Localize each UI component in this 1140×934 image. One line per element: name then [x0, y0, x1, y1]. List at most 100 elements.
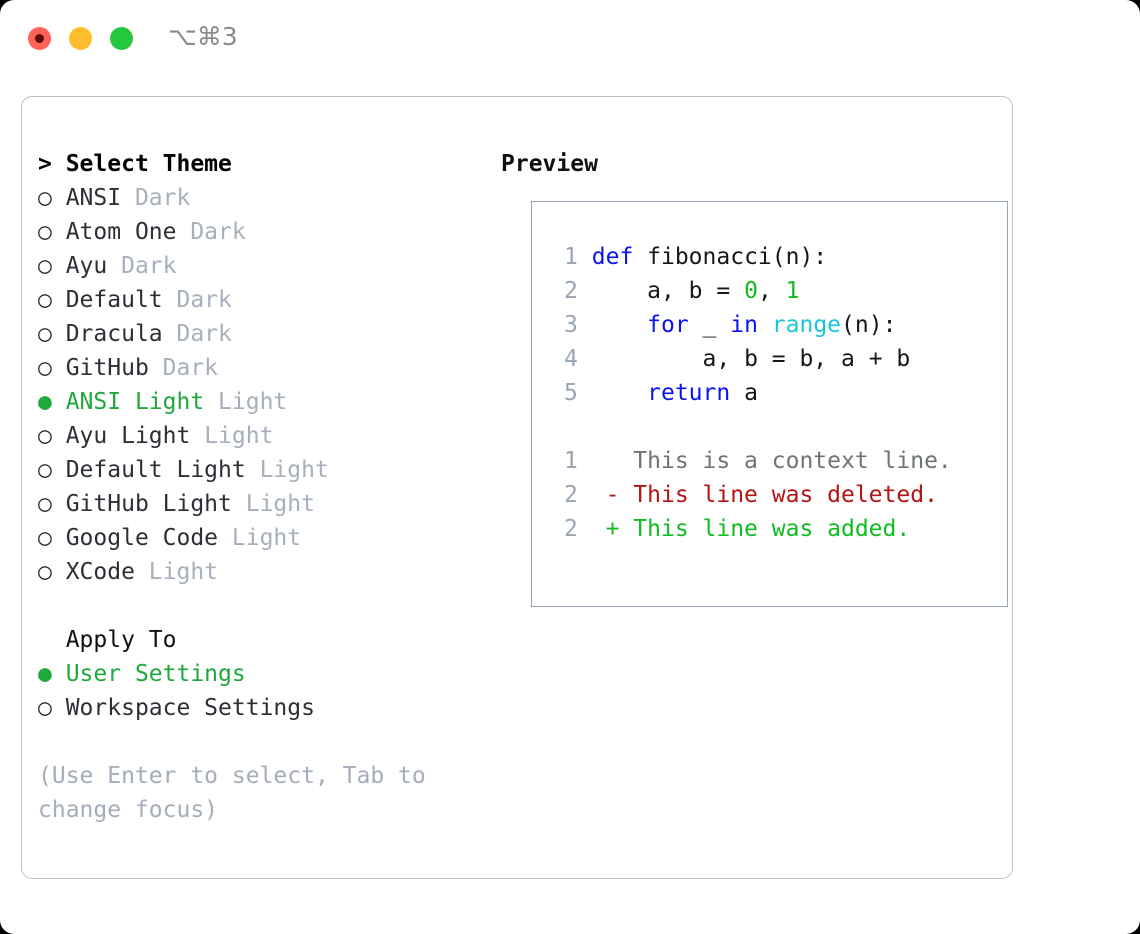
theme-option-google-code[interactable]: ○ Google Code Light [38, 521, 488, 555]
diff-sign: - [577, 482, 634, 508]
code-token-kw: in [730, 312, 758, 338]
page-title-text: Select Theme [65, 151, 232, 177]
code-line: 1 def fibonacci(n): [548, 240, 910, 274]
theme-option-github[interactable]: ○ GitHub Dark [38, 351, 488, 385]
code-line-number: 2 [564, 278, 578, 304]
code-token-plain: a, b = [591, 278, 745, 304]
theme-option-variant: Light [190, 423, 274, 449]
diff-line-number: 2 [564, 516, 578, 542]
code-line-number: 3 [564, 312, 578, 338]
theme-option-ansi-light[interactable]: ● ANSI Light Light [38, 385, 488, 419]
theme-option-label: Default Light [51, 457, 246, 483]
code-line: 5 return a [548, 376, 910, 410]
theme-option-variant: Dark [176, 219, 246, 245]
diff-sign: + [577, 516, 634, 542]
theme-option-default[interactable]: ○ Default Dark [38, 283, 488, 317]
code-token-kw: for [647, 312, 689, 338]
apply-to-heading-text: Apply To [65, 627, 177, 653]
code-token-num: 0 [744, 278, 758, 304]
code-line: 3 for _ in range(n): [548, 308, 910, 342]
window-titlebar: ⌥⌘3 [0, 0, 1140, 78]
radio-selected-icon: ● [38, 389, 52, 415]
apply-to-heading: Apply To [38, 623, 488, 657]
diff-line: 2 - This line was deleted. [548, 478, 952, 512]
theme-option-variant: Dark [162, 321, 232, 347]
code-line-number: 5 [564, 380, 578, 406]
code-token-plain [592, 312, 647, 338]
code-token-plain: a, b = b, a + b [591, 346, 911, 372]
radio-unselected-icon: ○ [38, 287, 52, 313]
radio-unselected-icon: ○ [38, 321, 52, 347]
diff-sign [578, 448, 633, 474]
diff-preview: 1 This is a context line.2 - This line w… [548, 444, 952, 546]
close-button[interactable] [28, 27, 51, 50]
preview-title: Preview [501, 151, 598, 177]
radio-unselected-icon: ○ [38, 695, 52, 721]
code-token-plain: _ [688, 312, 731, 338]
radio-unselected-icon: ○ [38, 253, 52, 279]
theme-option-ansi[interactable]: ○ ANSI Dark [38, 181, 488, 215]
theme-option-label: Default [51, 287, 163, 313]
preview-column: Preview 1 def fibonacci(n):2 a, b = 0, 1… [501, 147, 1008, 607]
apply-to-option-list: ● User Settings○ Workspace Settings [38, 657, 488, 725]
theme-option-ayu-light[interactable]: ○ Ayu Light Light [38, 419, 488, 453]
radio-unselected-icon: ○ [38, 491, 52, 517]
radio-unselected-icon: ○ [38, 219, 52, 245]
diff-text: This line was added. [633, 516, 911, 542]
theme-option-label: Ayu [51, 253, 108, 279]
code-token-kw: return [647, 380, 731, 406]
code-token-plain: fibonacci(n): [647, 244, 828, 270]
minimize-button[interactable] [69, 27, 92, 50]
theme-option-label: Google Code [51, 525, 219, 551]
main-panel: > Select Theme ○ ANSI Dark○ Atom One Dar… [21, 96, 1013, 879]
theme-option-variant: Dark [162, 287, 232, 313]
theme-option-ayu[interactable]: ○ Ayu Dark [38, 249, 488, 283]
diff-text: This line was deleted. [633, 482, 938, 508]
code-token-fn: range [771, 312, 842, 338]
apply-to-option-workspace-settings[interactable]: ○ Workspace Settings [38, 691, 488, 725]
code-line-number: 4 [564, 346, 578, 372]
keyboard-shortcut-label: ⌥⌘3 [168, 22, 238, 51]
keyboard-hint: (Use Enter to select, Tab to change focu… [38, 763, 440, 823]
theme-option-label: ANSI Light [51, 389, 205, 415]
traffic-light-group [28, 27, 133, 50]
theme-option-xcode[interactable]: ○ XCode Light [38, 555, 488, 589]
theme-option-label: GitHub [51, 355, 149, 381]
apply-to-option-label: User Settings [51, 661, 246, 687]
maximize-button[interactable] [110, 27, 133, 50]
diff-line: 1 This is a context line. [548, 444, 952, 478]
list-spacer [38, 589, 488, 623]
code-line-number: 1 [564, 244, 578, 270]
apply-to-option-user-settings[interactable]: ● User Settings [38, 657, 488, 691]
page-title: > Select Theme [38, 147, 488, 181]
theme-option-variant: Light [134, 559, 219, 585]
theme-option-default-light[interactable]: ○ Default Light Light [38, 453, 488, 487]
code-line: 2 a, b = 0, 1 [548, 274, 910, 308]
diff-text: This is a context line. [633, 448, 952, 474]
theme-option-variant: Dark [121, 185, 191, 211]
theme-option-github-light[interactable]: ○ GitHub Light Light [38, 487, 488, 521]
apply-to-option-label: Workspace Settings [51, 695, 315, 721]
theme-option-variant: Light [218, 525, 302, 551]
theme-option-dracula[interactable]: ○ Dracula Dark [38, 317, 488, 351]
theme-option-variant: Dark [107, 253, 177, 279]
theme-selection-column: > Select Theme ○ ANSI Dark○ Atom One Dar… [38, 147, 488, 827]
radio-unselected-icon: ○ [38, 355, 52, 381]
theme-option-label: Ayu Light [51, 423, 191, 449]
theme-option-variant: Light [231, 491, 315, 517]
code-token-num: 1 [785, 278, 800, 304]
code-token-kw: def [591, 244, 648, 270]
theme-option-atom-one[interactable]: ○ Atom One Dark [38, 215, 488, 249]
theme-option-label: Atom One [51, 219, 177, 245]
theme-option-label: Dracula [51, 321, 163, 347]
radio-unselected-icon: ○ [38, 559, 52, 585]
radio-unselected-icon: ○ [38, 525, 52, 551]
diff-line: 2 + This line was added. [548, 512, 952, 546]
radio-selected-icon: ● [38, 661, 52, 687]
code-line: 4 a, b = b, a + b [548, 342, 910, 376]
theme-option-variant: Light [204, 389, 288, 415]
code-token-plain [592, 380, 647, 406]
diff-line-number: 1 [564, 448, 578, 474]
